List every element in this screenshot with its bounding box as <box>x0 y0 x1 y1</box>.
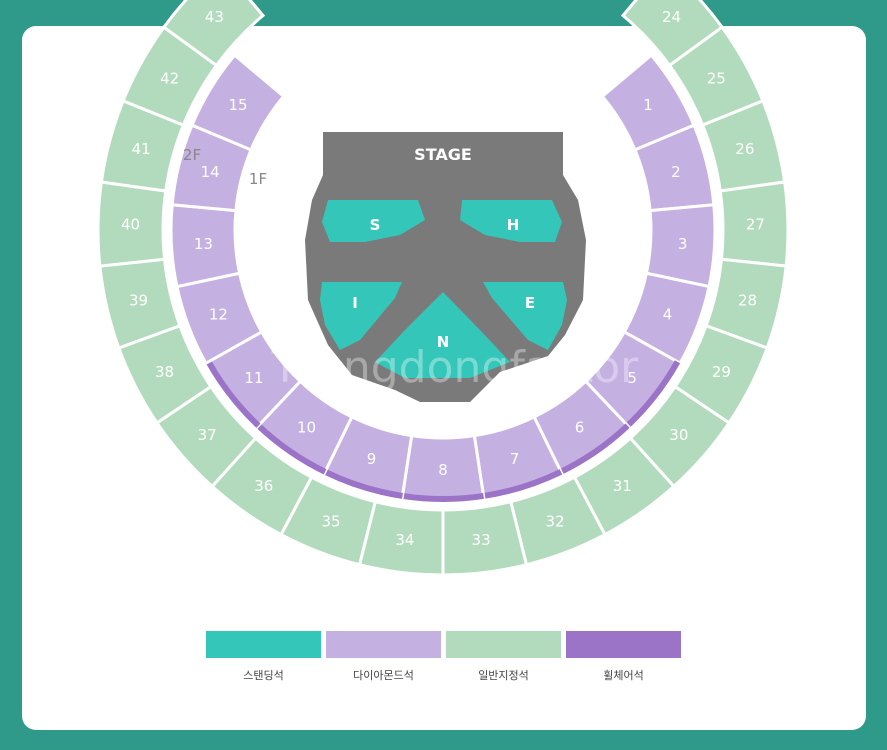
standing-zone-label: E <box>525 294 535 312</box>
section-label: 41 <box>132 140 151 158</box>
legend-label-general: 일반지정석 <box>478 669 529 682</box>
legend-label-diamond: 다이아몬드석 <box>353 669 414 682</box>
wheelchair-band <box>625 360 681 428</box>
section-label: 13 <box>194 235 213 253</box>
stage-label: STAGE <box>414 145 472 164</box>
section-label: 36 <box>254 477 273 495</box>
section-label: 31 <box>613 477 632 495</box>
section-label: 33 <box>472 531 491 549</box>
section-label: 42 <box>160 69 179 87</box>
section-label: 37 <box>198 426 217 444</box>
legend-label-standing: 스탠딩석 <box>243 669 284 682</box>
section-label: 14 <box>201 163 220 181</box>
section-label: 2 <box>671 163 681 181</box>
wheelchair-band <box>402 492 484 502</box>
section-label: 34 <box>395 531 414 549</box>
wheelchair-band <box>483 469 563 499</box>
wheelchair-band <box>205 360 261 428</box>
standing-zone-label: S <box>370 216 381 234</box>
section-label: 38 <box>155 363 174 381</box>
wheelchair-band <box>323 469 403 499</box>
section-label: 6 <box>575 418 585 436</box>
section-label: 24 <box>662 8 681 26</box>
wheelchair-band <box>256 423 327 475</box>
legend: 스탠딩석 다이아몬드석 일반지정석 휠체어석 <box>0 631 887 691</box>
section-label: 7 <box>510 450 520 468</box>
stage: STAGE <box>305 132 586 402</box>
section-label: 27 <box>746 216 765 234</box>
standing-zone-h[interactable] <box>460 200 562 242</box>
section-label: 26 <box>735 140 754 158</box>
section-label: 10 <box>297 418 316 436</box>
standing-zone-i[interactable] <box>320 282 402 350</box>
section-label: 30 <box>669 426 688 444</box>
section-label: 3 <box>678 235 688 253</box>
legend-swatch-general <box>446 631 561 658</box>
section-label: 9 <box>367 450 377 468</box>
section-label: 8 <box>438 461 448 479</box>
standing-zone-label: H <box>507 216 520 234</box>
section-label: 35 <box>321 513 340 531</box>
section-label: 5 <box>627 369 637 387</box>
legend-swatch-wheelchair <box>566 631 681 658</box>
standing-zone-label: N <box>437 333 450 351</box>
section-label: 39 <box>129 291 148 309</box>
section-label: 11 <box>244 369 263 387</box>
standing-zone-s[interactable] <box>322 200 425 242</box>
section-label: 15 <box>228 96 247 114</box>
section-15[interactable] <box>190 53 286 152</box>
legend-swatch-diamond <box>326 631 441 658</box>
section-label: 28 <box>738 291 757 309</box>
standing-zone-n[interactable] <box>375 292 510 378</box>
standing-zone-label: I <box>352 294 358 312</box>
section-label: 32 <box>545 513 564 531</box>
floor-label-2f: 2F <box>183 146 201 164</box>
section-label: 25 <box>707 69 726 87</box>
floor-label-1f: 1F <box>249 170 267 188</box>
section-label: 29 <box>712 363 731 381</box>
section-43[interactable] <box>161 0 266 68</box>
section-label: 40 <box>121 216 140 234</box>
legend-label-wheelchair: 휠체어석 <box>603 669 644 682</box>
section-label: 4 <box>663 306 673 324</box>
section-label: 43 <box>205 8 224 26</box>
legend-swatch-standing <box>206 631 321 658</box>
section-label: 12 <box>209 306 228 324</box>
wheelchair-band <box>559 423 630 475</box>
watermark: Ttongdongfactor <box>271 342 639 393</box>
section-label: 1 <box>643 96 653 114</box>
standing-zone-e[interactable] <box>483 282 567 350</box>
